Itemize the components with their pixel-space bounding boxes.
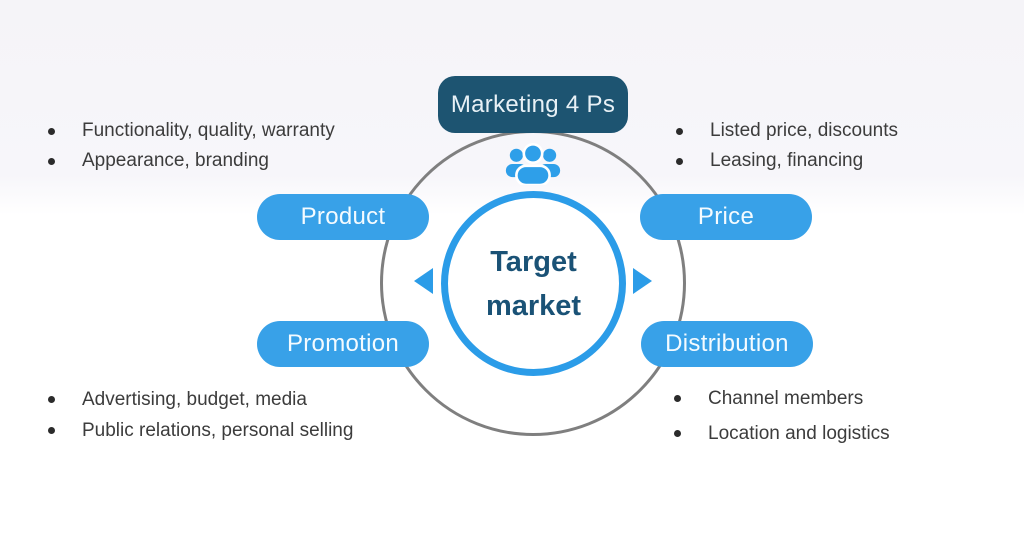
list-item: Location and logistics — [674, 416, 890, 451]
node-promotion-label: Promotion — [286, 330, 400, 357]
promotion-bullet-list: Advertising, budget, media Public relati… — [48, 384, 353, 446]
node-promotion: Promotion — [257, 321, 429, 367]
arrow-left-icon — [414, 268, 433, 294]
list-item-text: Public relations, personal selling — [82, 419, 354, 441]
node-price-label: Price — [697, 203, 755, 230]
node-product: Product — [257, 194, 429, 240]
list-item-text: Functionality, quality, warranty — [82, 120, 335, 141]
list-item-text: Channel members — [708, 387, 864, 409]
distribution-bullet-list: Channel members Location and logistics — [674, 381, 890, 451]
diagram-title: Marketing 4 Ps — [438, 76, 628, 133]
bullet-dot — [48, 396, 55, 403]
list-item-text: Location and logistics — [708, 422, 890, 444]
bullet-dot — [48, 127, 55, 135]
list-item-text: Appearance, branding — [82, 150, 269, 171]
list-item-text: Listed price, discounts — [710, 120, 898, 141]
list-item: Advertising, budget, media — [48, 384, 353, 415]
target-market-line1: Target — [490, 245, 577, 278]
arrow-right-icon — [633, 268, 652, 294]
bullet-dot — [48, 427, 55, 434]
list-item: Appearance, branding — [48, 146, 335, 176]
bullet-dot — [676, 127, 683, 135]
list-item: Public relations, personal selling — [48, 415, 353, 446]
list-item: Listed price, discounts — [676, 116, 898, 146]
node-distribution-label: Distribution — [665, 330, 789, 357]
list-item: Leasing, financing — [676, 146, 898, 176]
bullet-dot — [674, 430, 681, 437]
node-price: Price — [640, 194, 812, 240]
bullet-dot — [676, 157, 683, 165]
target-market-circle: Target market — [441, 191, 626, 376]
price-bullet-list: Listed price, discounts Leasing, financi… — [676, 116, 898, 176]
list-item-text: Advertising, budget, media — [82, 388, 307, 410]
list-item-text: Leasing, financing — [710, 150, 864, 171]
list-item: Channel members — [674, 381, 890, 416]
list-item: Functionality, quality, warranty — [48, 116, 335, 146]
product-bullet-list: Functionality, quality, warranty Appeara… — [48, 116, 335, 176]
people-group-icon — [505, 143, 561, 185]
diagram-title-label: Marketing 4 Ps — [450, 90, 616, 118]
node-distribution: Distribution — [641, 321, 813, 367]
target-market-line2: market — [485, 289, 582, 322]
node-product-label: Product — [300, 203, 386, 230]
bullet-dot — [674, 395, 681, 402]
bullet-dot — [48, 157, 55, 165]
